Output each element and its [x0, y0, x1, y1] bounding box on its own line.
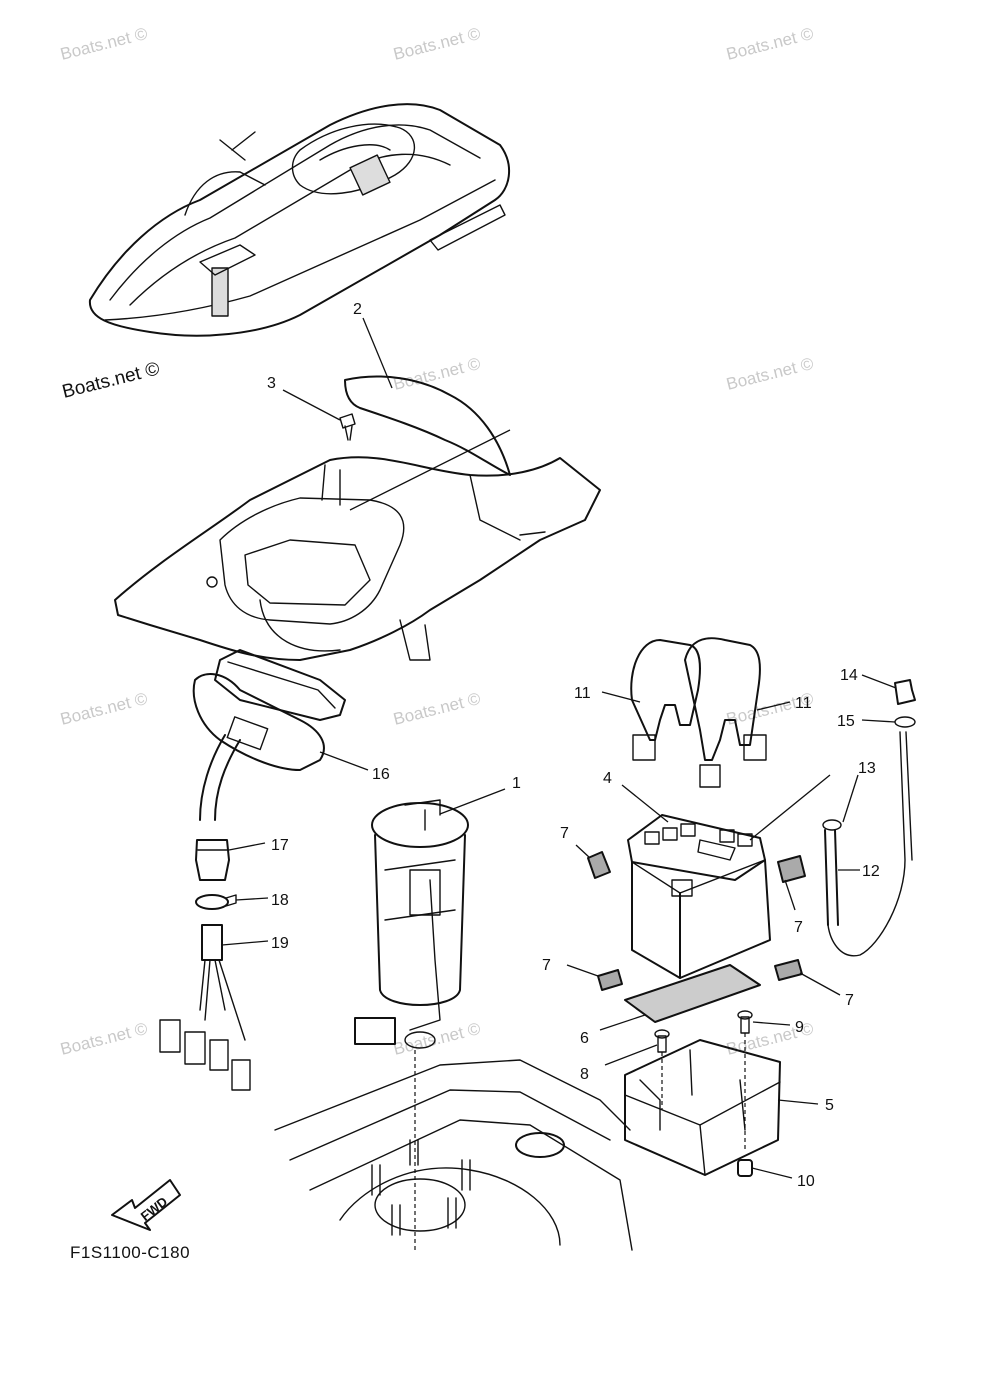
- clamp-15: [894, 716, 916, 728]
- bolt-9: [737, 1010, 753, 1034]
- watermark: Boats.net ©: [58, 689, 149, 729]
- grommet-17: [195, 839, 230, 881]
- watermark: Boats.net ©: [391, 24, 482, 64]
- screw-3: [339, 413, 356, 441]
- watermark: Boats.net ©: [724, 354, 815, 394]
- clip-13: [822, 819, 842, 831]
- bolt-8: [654, 1029, 670, 1053]
- pad-7-lower-right: [774, 959, 803, 981]
- callout-17: 17: [271, 837, 289, 854]
- upper-deck-hood: [114, 456, 601, 661]
- callout-11-left: 11: [574, 685, 591, 702]
- callout-7-lower-right: 7: [845, 992, 854, 1009]
- callout-labels: 1 2 3 4 5 6 7 7 7 7 8 9 10 11 11 12 13 1…: [267, 301, 880, 1190]
- callout-4: 4: [603, 770, 612, 787]
- watermark-layer: Boats.net © Boats.net © Boats.net © Boat…: [58, 24, 815, 1059]
- watermark: Boats.net ©: [724, 24, 815, 64]
- fwd-arrow: FWD: [111, 1179, 181, 1231]
- battery-4: [627, 814, 771, 979]
- callout-7-upper-left: 7: [560, 825, 569, 842]
- fwd-label: FWD: [138, 1194, 171, 1224]
- callout-2: 2: [353, 301, 362, 318]
- callout-12: 12: [862, 863, 880, 880]
- vent-hose-12: [824, 829, 839, 926]
- callout-7-lower-left: 7: [542, 957, 551, 974]
- callout-9: 9: [795, 1019, 804, 1036]
- callout-18: 18: [271, 892, 289, 909]
- callout-5: 5: [825, 1097, 834, 1114]
- battery-terminals: [644, 823, 753, 861]
- callout-6: 6: [580, 1030, 589, 1047]
- callout-8: 8: [580, 1066, 589, 1083]
- watermark: Boats.net ©: [58, 24, 149, 64]
- callout-14: 14: [840, 667, 858, 684]
- clamp-18: [195, 894, 237, 910]
- wire-harness-19: [159, 924, 251, 1091]
- callout-1: 1: [512, 775, 521, 792]
- callout-19: 19: [271, 935, 289, 952]
- fuel-sender-unit-1: [354, 799, 469, 1049]
- callout-7-upper-right: 7: [794, 919, 803, 936]
- collar-10: [737, 1159, 753, 1177]
- pad-7-upper-left: [587, 851, 611, 879]
- leader-lines: [221, 317, 897, 1179]
- callout-3: 3: [267, 375, 276, 392]
- pad-7-upper-right: [777, 855, 806, 883]
- engine-bed: [274, 1050, 633, 1251]
- callout-10: 10: [797, 1173, 815, 1190]
- breather-line: [827, 731, 913, 957]
- diagram-code: F1S1100-C180: [70, 1243, 190, 1262]
- fitting-14: [894, 679, 916, 705]
- watermark: Boats.net ©: [391, 689, 482, 729]
- pad-7-lower-left: [597, 969, 623, 991]
- callout-16: 16: [372, 766, 390, 783]
- seal-assembly-16: [192, 649, 346, 821]
- battery-box-5: [624, 1033, 781, 1176]
- seat-gasket: [344, 375, 511, 476]
- battery-band-11-right: [684, 637, 767, 788]
- callout-13: 13: [858, 760, 876, 777]
- battery-pad-6: [624, 964, 761, 1023]
- stud-bolts: [371, 1139, 471, 1236]
- watermark-strong: Boats.net ©: [60, 358, 162, 402]
- battery-band-11-left: [630, 639, 701, 761]
- watercraft-overview: [88, 103, 511, 337]
- watermark: Boats.net ©: [58, 1019, 149, 1059]
- callout-11-right: 11: [795, 695, 812, 712]
- callout-15: 15: [837, 713, 855, 730]
